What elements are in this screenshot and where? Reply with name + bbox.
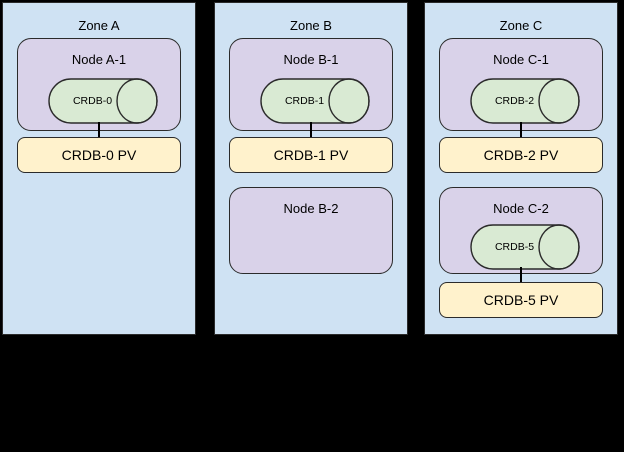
crdb-2-label: CRDB-2 [494,95,535,107]
crdb-0-label: CRDB-0 [72,95,113,107]
cylinder-shape-icon [48,78,158,124]
zone-b-title: Zone B [290,18,332,33]
node-b-1: Node B-1 CRDB-1 [229,38,393,131]
crdb-2-database-cylinder: CRDB-2 [470,78,580,124]
cylinder-shape-icon [470,78,580,124]
node-c-2-label: Node C-2 [493,201,549,216]
zone-a: Zone A Node A-1 CRDB-0 CRDB-0 PV [2,2,196,335]
crdb-0-pv-connector-line [98,122,100,139]
crdb-5-pv-box: CRDB-5 PV [439,282,603,318]
crdb-1-database-cylinder: CRDB-1 [260,78,370,124]
crdb-5-database-cylinder: CRDB-5 [470,224,580,270]
node-b-2-label: Node B-2 [283,201,339,216]
crdb-2-pv-box: CRDB-2 PV [439,137,603,173]
crdb-0-database-cylinder: CRDB-0 [48,78,158,124]
node-c-1-label: Node C-1 [493,52,549,67]
cylinder-shape-icon [470,224,580,270]
cylinder-shape-icon [260,78,370,124]
crdb-1-pv-connector-line [310,122,312,139]
node-b-1-label: Node B-1 [283,52,339,67]
crdb-2-pv-label: CRDB-2 PV [483,147,559,163]
crdb-0-pv-label: CRDB-0 PV [61,147,137,163]
crdb-1-pv-label: CRDB-1 PV [273,147,349,163]
crdb-5-label: CRDB-5 [494,241,535,253]
crdb-1-label: CRDB-1 [284,95,325,107]
crdb-5-pv-label: CRDB-5 PV [483,292,559,308]
crdb-5-pv-connector-line [520,267,522,284]
node-a-1: Node A-1 CRDB-0 [17,38,181,131]
zone-b: Zone B Node B-1 CRDB-1 CRDB-1 PV Node B-… [214,2,408,335]
crdb-1-pv-box: CRDB-1 PV [229,137,393,173]
node-b-2: Node B-2 [229,187,393,274]
zone-c-title: Zone C [499,18,543,33]
crdb-2-pv-connector-line [520,122,522,139]
node-c-2: Node C-2 CRDB-5 [439,187,603,274]
zone-a-title: Zone A [78,18,120,33]
node-c-1: Node C-1 CRDB-2 [439,38,603,131]
crdb-0-pv-box: CRDB-0 PV [17,137,181,173]
node-a-1-label: Node A-1 [71,52,127,67]
zone-c: Zone C Node C-1 CRDB-2 CRDB-2 PV Node C-… [424,2,618,335]
